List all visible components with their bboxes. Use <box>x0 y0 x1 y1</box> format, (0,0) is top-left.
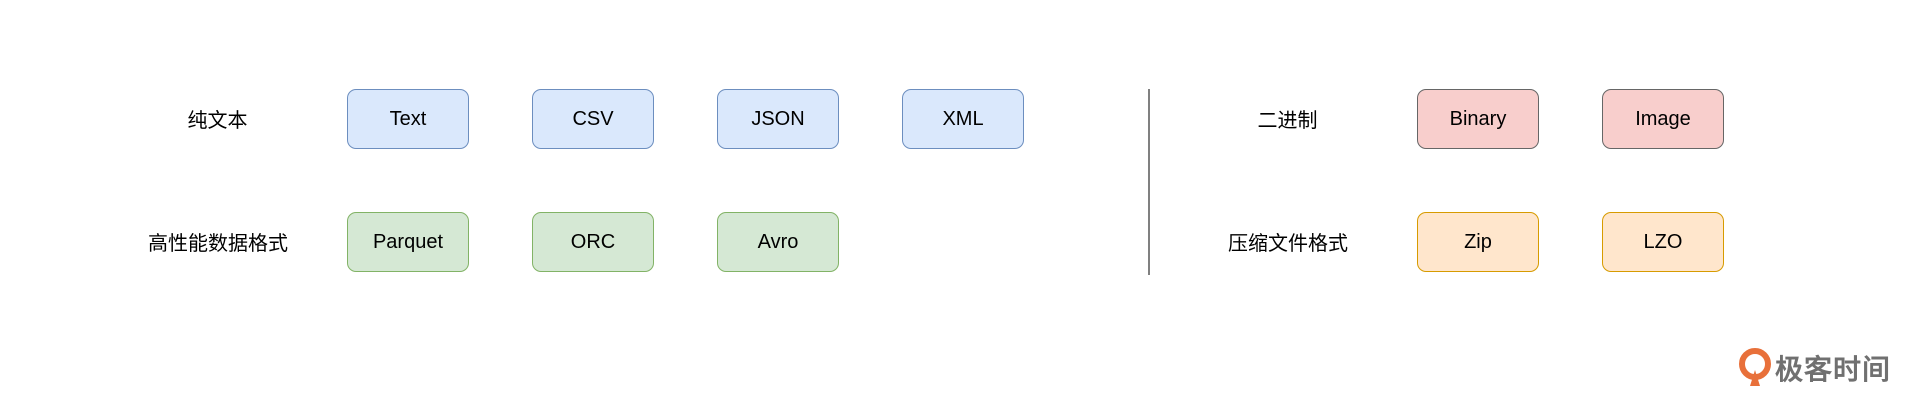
format-box-xml: XML <box>902 89 1024 149</box>
format-box-text: Text <box>347 89 469 149</box>
format-box-csv: CSV <box>532 89 654 149</box>
label-plain-text: 纯文本 <box>187 108 248 132</box>
format-box-zip: Zip <box>1417 212 1539 272</box>
geektime-logo-icon <box>1738 348 1772 388</box>
format-box-parquet: Parquet <box>347 212 469 272</box>
format-box-orc: ORC <box>532 212 654 272</box>
geektime-logo: 极客时间 <box>1738 348 1891 388</box>
format-box-avro: Avro <box>717 212 839 272</box>
watermark-text: 极客时间 <box>1775 353 1892 386</box>
label-compressed: 压缩文件格式 <box>1228 231 1348 255</box>
vertical-divider <box>1148 89 1150 275</box>
format-box-lzo: LZO <box>1602 212 1724 272</box>
format-box-image: Image <box>1602 89 1724 149</box>
format-box-json: JSON <box>717 89 839 149</box>
label-binary: 二进制 <box>1257 108 1318 132</box>
label-high-performance: 高性能数据格式 <box>148 231 288 255</box>
format-box-binary: Binary <box>1417 89 1539 149</box>
